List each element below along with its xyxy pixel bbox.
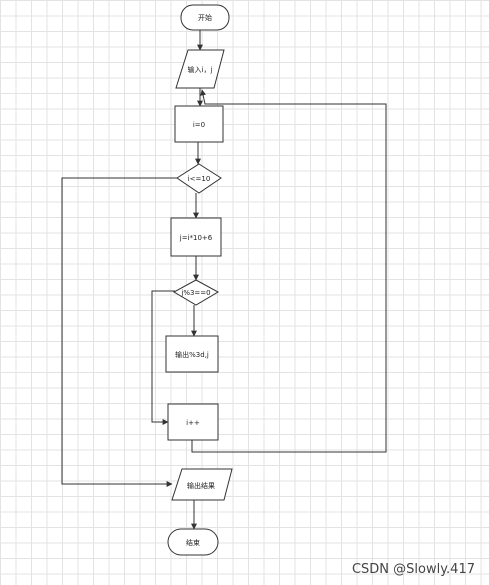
edge-mod-false-to-increment bbox=[151, 290, 175, 425]
node-input: 输入i，j bbox=[175, 49, 225, 89]
process-rect bbox=[170, 217, 222, 257]
node-condition-loop-label: i<=10 bbox=[188, 175, 211, 183]
node-increment: i++ bbox=[167, 403, 219, 441]
node-condition-mod-label: j%3==0 bbox=[180, 289, 210, 297]
decision-diamond bbox=[176, 163, 222, 194]
edge-increment-loop-back bbox=[191, 89, 387, 453]
node-init: i=0 bbox=[174, 105, 224, 143]
input-parallelogram bbox=[175, 49, 225, 89]
node-increment-label: i++ bbox=[186, 419, 200, 427]
decision-diamond bbox=[172, 279, 220, 306]
process-rect bbox=[174, 105, 224, 143]
node-output-result-label: 输出结果 bbox=[187, 481, 215, 490]
node-end: 结束 bbox=[167, 528, 219, 556]
flowchart-edges bbox=[61, 30, 387, 530]
node-calc-j: j=i*10+6 bbox=[170, 217, 222, 257]
node-end-label: 结束 bbox=[186, 538, 200, 547]
node-input-label: 输入i，j bbox=[188, 65, 213, 74]
process-rect bbox=[167, 403, 219, 441]
node-condition-mod: j%3==0 bbox=[172, 279, 220, 306]
terminator-shape bbox=[180, 4, 230, 31]
node-init-label: i=0 bbox=[193, 121, 205, 129]
node-start-label: 开始 bbox=[198, 13, 212, 22]
node-condition-loop: i<=10 bbox=[176, 163, 222, 194]
edge-condition-false-to-result bbox=[61, 177, 178, 487]
watermark-text: CSDN @Slowly.417 bbox=[351, 562, 475, 577]
node-output-j-label: 输出%3d,j bbox=[175, 350, 209, 359]
node-calc-j-label: j=i*10+6 bbox=[179, 234, 213, 242]
node-output-j: 输出%3d,j bbox=[165, 335, 219, 373]
terminator-shape bbox=[167, 528, 219, 556]
node-start: 开始 bbox=[180, 4, 230, 31]
process-rect bbox=[165, 335, 219, 373]
output-parallelogram bbox=[171, 468, 233, 501]
node-output-result: 输出结果 bbox=[171, 468, 233, 501]
